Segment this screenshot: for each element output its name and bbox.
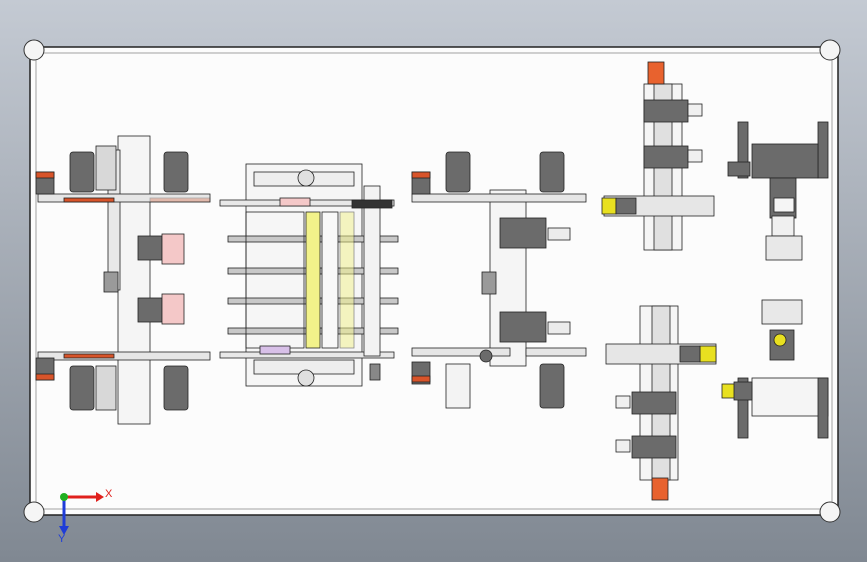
coordinate-triad: X Y: [58, 488, 113, 545]
origin-marker: [60, 493, 68, 501]
module-left-feeder: [35, 135, 211, 425]
x-axis-label: X: [105, 488, 113, 500]
module-roller-frame: [219, 163, 399, 387]
module-lower-gantry: [605, 305, 717, 501]
y-axis-label: Y: [58, 533, 66, 545]
base-plate: [23, 39, 841, 523]
module-right-upper-clamp: [727, 121, 829, 261]
module-right-lower-clamp: [721, 299, 829, 439]
module-middle-transfer: [411, 151, 587, 409]
module-upper-gantry: [601, 61, 715, 251]
